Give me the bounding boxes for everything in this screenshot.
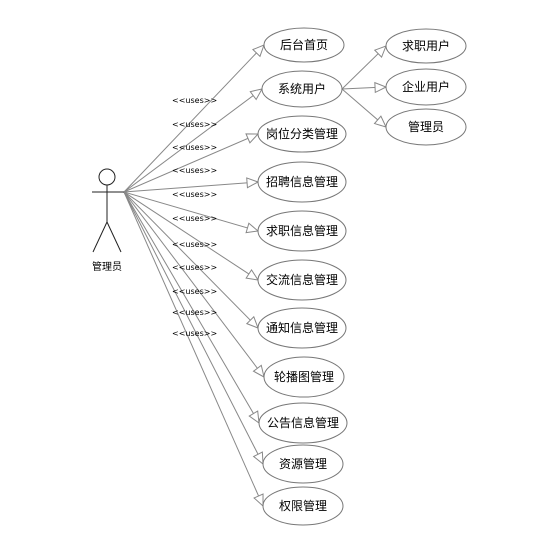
- arrowhead: [245, 133, 260, 144]
- use-case-recruit-info: 招聘信息管理: [257, 161, 347, 203]
- use-case-announcement: 公告信息管理: [258, 402, 348, 444]
- use-case-enterprise-user: 企业用户: [385, 68, 467, 106]
- use-case-resources: 资源管理: [262, 444, 344, 484]
- arrowhead: [248, 410, 260, 425]
- uses-label: <<uses>>: [172, 143, 217, 152]
- actor-figure: 管理员: [92, 168, 124, 273]
- actor-head: [98, 168, 116, 186]
- association-lines: [123, 44, 388, 508]
- association-line: [123, 191, 259, 232]
- use-case-system-users: 系统用户: [261, 70, 343, 108]
- arrowhead: [252, 364, 265, 378]
- association-line: [123, 88, 263, 193]
- uses-label: <<uses>>: [172, 329, 217, 338]
- use-case-home: 后台首页: [263, 27, 345, 63]
- arrowhead: [245, 268, 260, 281]
- use-case-label: 岗位分类管理: [266, 126, 338, 141]
- use-case-carousel: 轮播图管理: [263, 356, 345, 398]
- uses-label: <<uses>>: [172, 214, 217, 223]
- use-case-label: 求职信息管理: [266, 223, 338, 238]
- actor-label: 管理员: [92, 260, 122, 273]
- use-case-label: 权限管理: [279, 498, 327, 513]
- actor-left-leg: [92, 221, 108, 253]
- uses-label: <<uses>>: [172, 120, 217, 129]
- arrowhead: [245, 315, 259, 329]
- use-case-label: 通知信息管理: [266, 320, 338, 335]
- arrowhead: [245, 222, 260, 234]
- use-case-label: 系统用户: [278, 81, 326, 96]
- use-case-job-seeker: 求职用户: [385, 28, 467, 64]
- actor-right-leg: [106, 221, 122, 253]
- arrowhead: [373, 115, 387, 128]
- use-case-label: 资源管理: [279, 456, 327, 471]
- arrowhead: [373, 45, 387, 59]
- association-line: [123, 44, 265, 193]
- association-line: [123, 191, 265, 378]
- use-case-jobseek-info: 求职信息管理: [257, 210, 347, 252]
- arrowhead: [246, 177, 260, 189]
- uses-label: <<uses>>: [172, 96, 217, 105]
- use-case-label: 求职用户: [402, 38, 450, 53]
- arrowhead: [251, 44, 265, 58]
- uses-label: <<uses>>: [172, 240, 217, 249]
- use-case-label: 后台首页: [280, 37, 328, 52]
- uses-label: <<uses>>: [172, 287, 217, 296]
- use-cases: 后台首页 系统用户 岗位分类管理 招聘信息管理 求职信息管理 交流信息管理 通知…: [257, 27, 467, 526]
- association-line: [123, 133, 259, 193]
- arrowhead: [249, 88, 263, 101]
- use-case-label: 轮播图管理: [274, 369, 334, 384]
- uses-labels: <<uses>> <<uses>> <<uses>> <<uses>> <<uses>>…: [172, 96, 217, 338]
- use-case-label: 公告信息管理: [267, 415, 339, 430]
- association-line: [123, 191, 260, 424]
- arrowhead: [374, 81, 388, 94]
- use-case-permissions: 权限管理: [262, 486, 344, 526]
- use-case-label: 企业用户: [402, 79, 450, 94]
- uses-label: <<uses>>: [172, 190, 217, 199]
- association-line: [123, 181, 259, 193]
- use-case-exchange-info: 交流信息管理: [257, 259, 347, 301]
- use-case-notice-info: 通知信息管理: [257, 307, 347, 349]
- association-line: [123, 191, 259, 281]
- association-line: [123, 191, 264, 465]
- use-case-label: 招聘信息管理: [266, 174, 338, 189]
- uses-label: <<uses>>: [172, 263, 217, 272]
- use-case-label: 交流信息管理: [266, 272, 338, 287]
- arrowhead: [253, 493, 264, 508]
- use-case-label: 管理员: [408, 119, 444, 134]
- uses-label: <<uses>>: [172, 166, 217, 175]
- uses-label: <<uses>>: [172, 308, 217, 317]
- association-line: [123, 191, 264, 507]
- use-case-administrator: 管理员: [385, 108, 467, 146]
- arrowhead: [252, 451, 264, 466]
- use-case-post-category: 岗位分类管理: [257, 115, 347, 153]
- association-line: [123, 191, 259, 329]
